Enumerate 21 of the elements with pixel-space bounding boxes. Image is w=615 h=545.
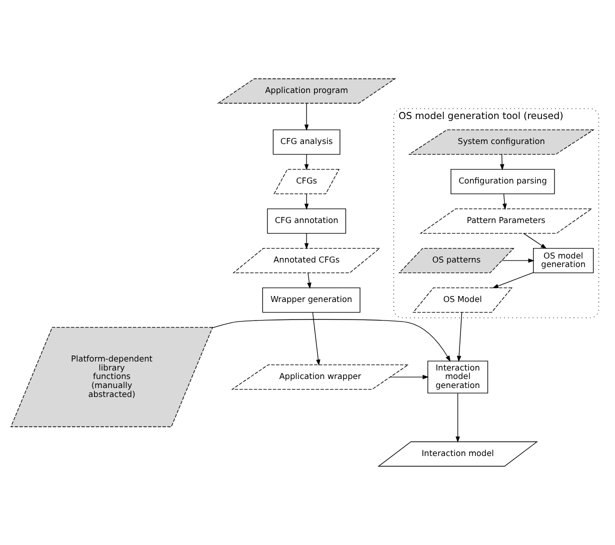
arrow <box>390 374 429 380</box>
node-box: Wrapper generation <box>262 287 360 313</box>
arrow <box>304 233 309 250</box>
arrow <box>304 194 309 210</box>
arrow <box>500 154 504 170</box>
arrow <box>304 103 309 131</box>
arrow <box>312 312 320 366</box>
node-box: Configuration parsing <box>450 168 555 194</box>
arrow <box>492 272 534 288</box>
arrow <box>523 233 547 249</box>
arrow <box>502 258 534 263</box>
node-box: OS model generation <box>533 248 594 274</box>
arrow <box>212 319 451 362</box>
node-box: CFG analysis <box>272 129 340 155</box>
arrow <box>456 312 462 362</box>
arrow <box>304 154 309 170</box>
arrow <box>502 194 507 210</box>
node-box: Interaction model generation <box>427 360 488 394</box>
arrow <box>456 392 460 443</box>
arrow <box>307 272 312 289</box>
node-box: CFG annotation <box>267 208 346 234</box>
